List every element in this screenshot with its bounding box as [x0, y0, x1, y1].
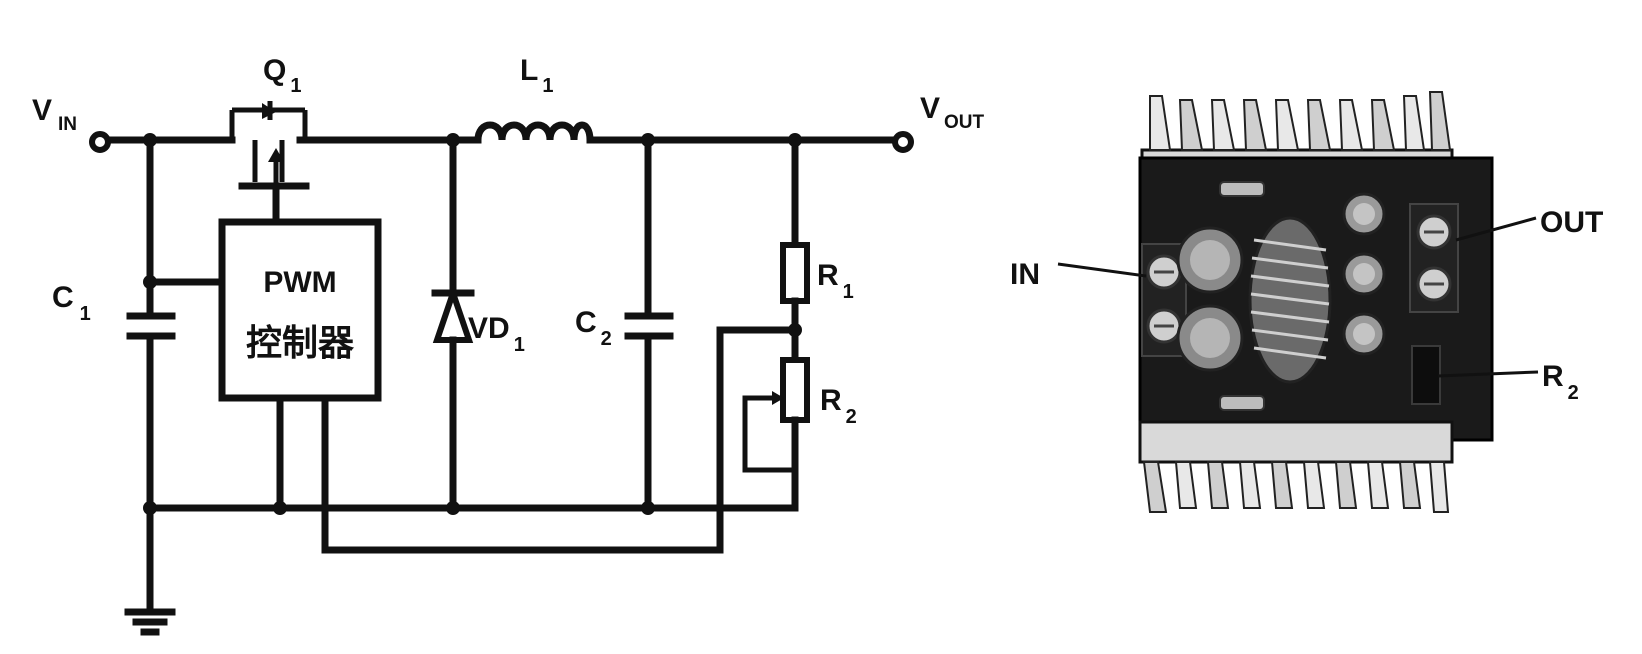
junction-dots — [143, 133, 802, 515]
toroid-inductor — [1248, 216, 1332, 384]
pwm-controller-box — [218, 218, 382, 402]
l1-inductor — [474, 121, 594, 144]
ground-symbol — [124, 608, 176, 636]
bottom-heatsink — [1138, 420, 1454, 513]
board-screws — [1219, 181, 1265, 411]
vout-terminal — [892, 131, 914, 153]
input-terminal-block — [1141, 243, 1187, 357]
trim-potentiometer — [1411, 345, 1441, 405]
out-label: OUT — [1540, 206, 1603, 239]
r2-leader-line — [1437, 370, 1539, 378]
in-leader-line — [1057, 262, 1147, 278]
out-leader-line — [1455, 216, 1537, 242]
vd1-diode — [432, 283, 474, 343]
feedback-wire — [321, 326, 799, 554]
r2-wiper — [742, 391, 795, 473]
vin-terminal — [89, 131, 111, 153]
output-terminal-block — [1409, 203, 1459, 313]
input-capacitors — [1176, 226, 1244, 372]
pwm-controller-line2: 控制器 — [246, 323, 355, 364]
r1-resistor — [780, 242, 810, 304]
pwm-controller-line1: PWM — [263, 266, 336, 299]
q1-mosfet — [229, 101, 310, 226]
output-capacitors — [1342, 192, 1386, 356]
in-label: IN — [1010, 258, 1040, 291]
r2-resistor — [780, 357, 810, 423]
